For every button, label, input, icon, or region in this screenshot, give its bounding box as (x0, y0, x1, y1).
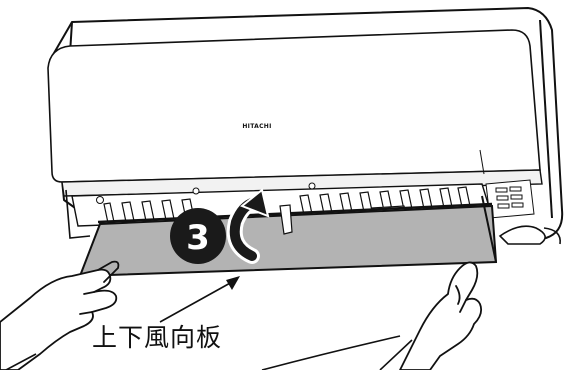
ac-front-panel (47, 29, 541, 183)
step-badge: 3 (170, 208, 226, 264)
left-hand (0, 260, 120, 370)
panel-seam (479, 149, 485, 175)
pointer-arrow-icon (159, 276, 240, 323)
louver-vanes (103, 186, 471, 224)
panel-lower-edge (61, 169, 543, 197)
brand-logo: HITACHI (242, 123, 271, 130)
right-hand (399, 261, 483, 370)
side-bracket (498, 225, 561, 245)
unit-left-edge (65, 189, 91, 239)
flap-label: 上下風向板 (92, 323, 223, 352)
arm-lines (5, 335, 413, 370)
flap-right-edge (481, 195, 497, 263)
flap-clip (279, 204, 293, 235)
svg-text:3: 3 (186, 218, 210, 258)
display-panel (485, 179, 535, 219)
flap-top-edge (97, 202, 493, 224)
rotate-arrow-icon (226, 188, 270, 264)
